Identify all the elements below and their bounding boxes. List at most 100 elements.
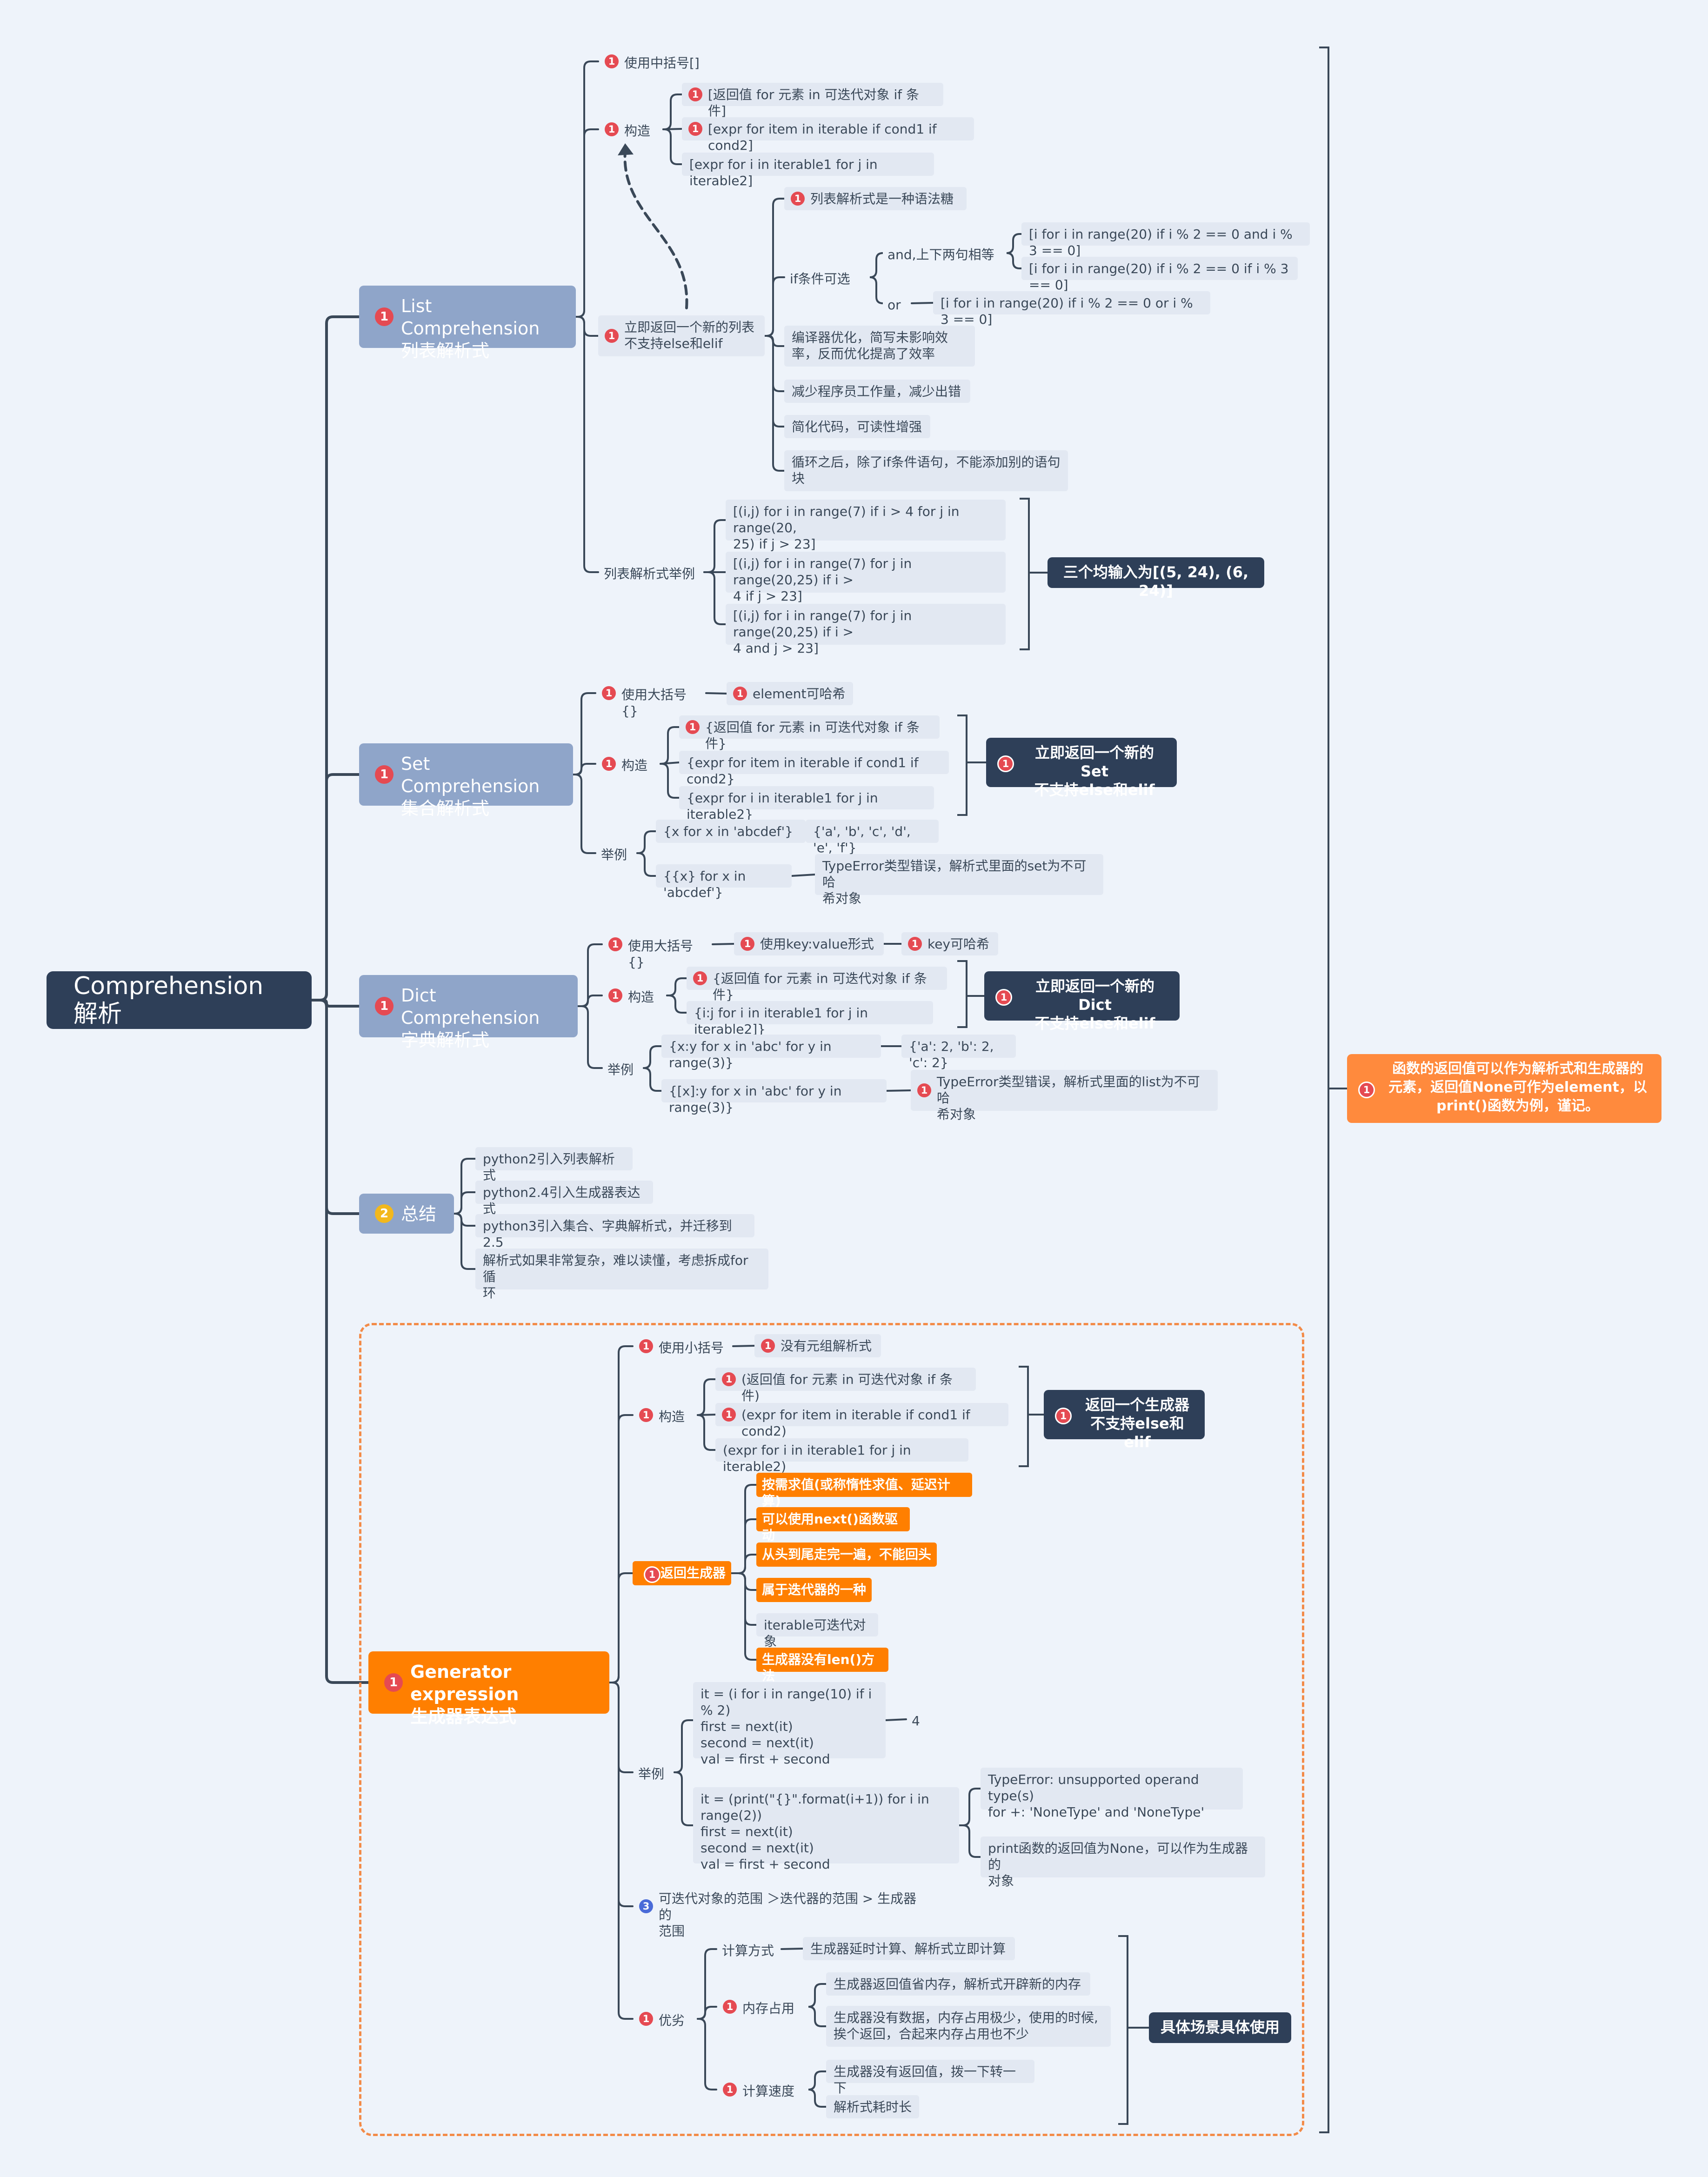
gen-construct-item-1[interactable]: 1(返回值 for 元素 in 可迭代对象 if 条件) <box>715 1368 976 1403</box>
gen-example-2-result-1[interactable]: TypeError: unsupported operand type(s) f… <box>981 1768 1243 1820</box>
list-construct-item-1[interactable]: 1[返回值 for 元素 in 可迭代对象 if 条件] <box>682 83 943 119</box>
list-and-label[interactable]: and,上下两句相等 <box>882 243 1008 263</box>
gen-pros-result[interactable]: 具体场景具体使用 <box>1149 2012 1291 2043</box>
set-construct-item-1[interactable]: 1{返回值 for 元素 in 可迭代对象 if 条件} <box>679 715 940 751</box>
list-examples-label[interactable]: 列表解析式举例 <box>598 562 704 582</box>
dict-example-1[interactable]: {x:y for x in 'abc' for y in range(3)} <box>661 1035 881 1070</box>
gen-calc-label[interactable]: 计算方式 <box>716 1939 781 1959</box>
list-construct-item-2[interactable]: 1[expr for item in iterable if cond1 if … <box>682 117 974 153</box>
dict-examples-label[interactable]: 举例 <box>602 1058 644 1078</box>
summary-item-3[interactable]: python3引入集合、字典解析式，并迁移到2.5 <box>475 1214 754 1250</box>
gen-memory-item-1[interactable]: 生成器返回值省内存，解析式开辟新的内存 <box>826 1972 1090 1996</box>
set-example-1[interactable]: {x for x in 'abcdef'} <box>656 820 806 843</box>
connector-line <box>572 774 596 854</box>
root-topic[interactable]: Comprehension解析 <box>47 971 312 1029</box>
set-construct-item-2[interactable]: {expr for item in iterable if cond1 if c… <box>679 751 949 787</box>
list-example-1[interactable]: [(i,j) for i in range(7) if i > 4 for j … <box>726 500 1006 552</box>
generator-group-frame <box>359 1323 1304 2136</box>
gen-returns-item-6[interactable]: 生成器没有len()方法 <box>756 1648 888 1683</box>
gen-speed-item-2[interactable]: 解析式耗时长 <box>826 2095 919 2118</box>
topic-summary-title: 总结 <box>401 1204 437 1224</box>
gen-returns-item-2[interactable]: 可以使用next()函数驱动 <box>756 1507 910 1543</box>
list-if-optional-text: if条件可选 <box>790 271 850 287</box>
list-and-item-2[interactable]: [i for i in range(20) if i % 2 == 0 if i… <box>1021 257 1298 293</box>
list-if-optional[interactable]: if条件可选 <box>784 267 872 287</box>
list-example-3[interactable]: [(i,j) for i in range(7) for j in range(… <box>726 604 1006 656</box>
gen-example-2[interactable]: it = (print("{}".format(i+1)) for i in r… <box>693 1787 959 1872</box>
gen-returns-item-4[interactable]: 属于迭代器的一种 <box>756 1578 872 1602</box>
connector-line <box>453 1213 476 1270</box>
gen-returns-item-5[interactable]: iterable可迭代对象 <box>756 1613 878 1649</box>
side-note-text: 函数的返回值可以作为解析式和生成器的 元素，返回值None可作为element，… <box>1388 1061 1647 1114</box>
list-and-item-1[interactable]: [i for i in range(20) if i % 2 == 0 and … <box>1021 222 1310 258</box>
set-example-2[interactable]: {{x} for x in 'abcdef'} <box>656 864 792 900</box>
gen-example-2-result-2[interactable]: print函数的返回值为None，可以作为生成器的 对象 <box>981 1836 1265 1889</box>
gen-construct-item-2[interactable]: 1(expr for item in iterable if cond1 if … <box>715 1403 1008 1439</box>
summary-item-2[interactable]: python2.4引入生成器表达式 <box>475 1181 653 1216</box>
dict-construct-item-1[interactable]: 1{返回值 for 元素 in 可迭代对象 if 条件} <box>687 967 947 1002</box>
list-example-2[interactable]: [(i,j) for i in range(7) for j in range(… <box>726 552 1006 604</box>
list-note-3[interactable]: 简化代码，可读性增强 <box>784 415 930 438</box>
gen-memory-item-2[interactable]: 生成器没有数据，内存占用极少，使用的时候, 挨个返回，合起来内存占用也不少 <box>826 2006 1111 2047</box>
set-examples-label[interactable]: 举例 <box>595 843 637 863</box>
gen-speed-item-1-text: 生成器没有返回值，拨一下转一下 <box>834 2064 1016 2096</box>
gen-examples-label[interactable]: 举例 <box>633 1762 674 1783</box>
dict-example-2[interactable]: {[x]:y for x in 'abc' for y in range(3)} <box>661 1079 887 1115</box>
dict-example-1-result[interactable]: {'a': 2, 'b': 2, 'c': 2} <box>901 1035 1016 1070</box>
set-example-2-result-text: TypeError类型错误，解析式里面的set为不可哈 希对象 <box>822 858 1087 906</box>
set-example-1-result[interactable]: {'a', 'b', 'c', 'd', 'e', 'f'} <box>806 820 939 855</box>
gen-construct-item-3[interactable]: (expr for i in iterable1 for j in iterab… <box>715 1438 968 1474</box>
gen-speed-item-1[interactable]: 生成器没有返回值，拨一下转一下 <box>826 2060 1034 2096</box>
dict-construct-item-2[interactable]: {i:j for i in iterable1 for j in iterabl… <box>687 1001 933 1037</box>
gen-calc[interactable]: 生成器延时计算、解析式立即计算 <box>803 1937 1015 1960</box>
gen-returns-item-3[interactable]: 从头到尾走完一遍，不能回头 <box>756 1543 937 1567</box>
summary-item-4[interactable]: 解析式如果非常复杂，难以读懂，考虑拆成for循 环 <box>475 1249 768 1301</box>
gen-returns-item-1[interactable]: 按需求值(或称惰性求值、延迟计算) <box>756 1473 972 1509</box>
list-or-label-text: or <box>887 297 901 313</box>
list-note-4[interactable]: 循环之后，除了if条件语句，不能添加别的语句 块 <box>784 450 1068 491</box>
summary-item-1[interactable]: python2引入列表解析式 <box>475 1147 633 1183</box>
gen-example-1-result[interactable]: 4 <box>906 1709 929 1730</box>
list-note-1[interactable]: 编译器优化，简写未影响效 率，反而优化提高了效率 <box>784 326 975 367</box>
priority-1-icon: 1 <box>602 757 616 771</box>
set-example-2-result[interactable]: TypeError类型错误，解析式里面的set为不可哈 希对象 <box>815 854 1103 906</box>
dict-key-hashable-text: key可哈希 <box>927 936 990 952</box>
list-examples-result[interactable]: 三个均输入为[(5, 24), (6, 24)] <box>1047 557 1264 600</box>
list-or-label[interactable]: or <box>882 293 912 314</box>
list-note-2[interactable]: 减少程序员工作量，减少出错 <box>784 380 970 403</box>
list-or-item[interactable]: [i for i in range(20) if i % 2 == 0 or i… <box>933 291 1210 327</box>
gen-example-1[interactable]: it = (i for i in range(10) if i % 2) fir… <box>693 1682 886 1767</box>
set-construct-item-3[interactable]: {expr for i in iterable1 for j in iterab… <box>679 786 934 822</box>
list-construct-item-3[interactable]: [expr for i in iterable1 for j in iterab… <box>682 153 934 188</box>
priority-1-icon: 1 <box>791 192 805 206</box>
